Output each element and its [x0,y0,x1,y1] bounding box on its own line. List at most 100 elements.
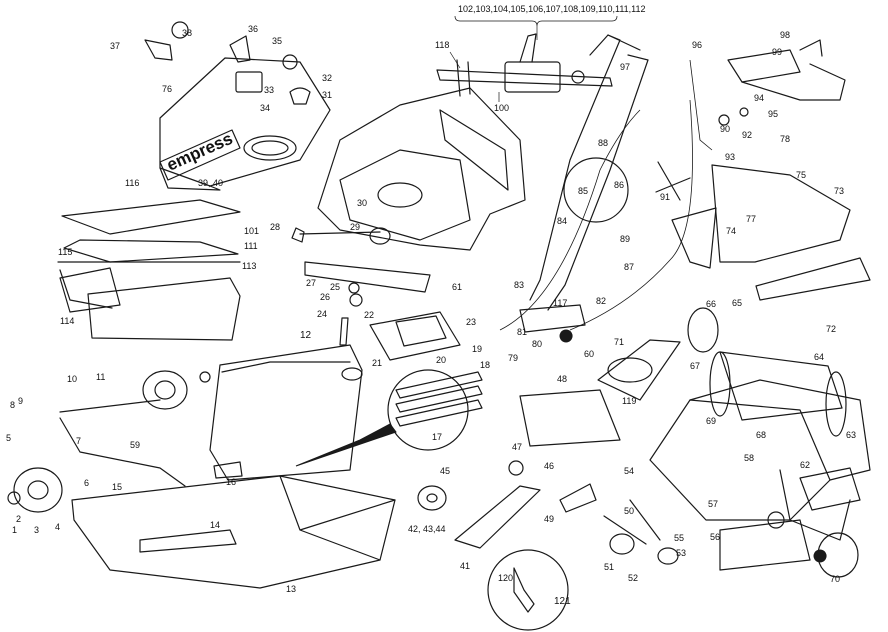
part-label: 62 [800,460,810,470]
blade-assembly [304,261,461,361]
part-label: 69 [706,416,716,426]
part-label: 58 [744,453,754,463]
header-callout-label: 102,103,104,105,106,107,108,109,110,111,… [458,4,646,14]
part-label: 50 [624,506,634,516]
part-label: 113 [242,261,256,271]
part-label: 101 [244,226,259,236]
part-label: 90 [720,124,730,134]
part-label: 1 [12,525,17,535]
part-label: 98 [780,30,790,40]
part-label: 23 [466,317,476,327]
part-label: 100 [494,103,509,113]
part-label: 46 [544,461,554,471]
part-label: 12 [300,330,312,341]
roller-and-guard [597,164,871,437]
part-label: 51 [604,562,614,572]
header-bracket: 102,103,104,105,106,107,108,109,110,111,… [454,4,646,40]
part-label: 21 [372,358,382,368]
mower-deck [71,475,396,589]
part-label: 42, 43,44 [408,524,446,534]
part-label: 89 [620,234,630,244]
part-label: 60 [584,349,594,359]
part-label: 72 [826,324,836,334]
part-label: 66 [706,299,716,309]
part-label: 41 [460,561,470,571]
part-label: 99 [772,47,782,57]
part-label: 111 [244,241,258,251]
part-label: 30 [357,198,367,208]
engine [209,344,363,481]
part-label: 55 [674,533,684,543]
part-label: 20 [436,355,446,365]
part-label: 31 [322,90,332,100]
part-label: 54 [624,466,634,476]
part-label: 82 [596,296,606,306]
part-label: 22 [364,310,374,320]
part-label: 84 [557,216,567,226]
part-label: 76 [162,84,172,94]
part-label: 79 [508,353,518,363]
part-label: 26 [320,292,330,302]
part-label: 83 [514,280,524,290]
part-label: 71 [614,337,624,347]
part-label: 49 [544,514,554,524]
part-label: 77 [746,214,756,224]
part-label: 92 [742,130,752,140]
drive-bracket-bottom [417,389,679,631]
part-label: 121 [554,596,571,607]
part-label: 39, 40 [198,178,223,188]
part-label: 33 [264,85,274,95]
part-label: 75 [796,170,806,180]
part-label: 63 [846,430,856,440]
part-label: 114 [60,316,74,326]
side-chassis-right [649,379,871,578]
part-label: 80 [532,339,542,349]
part-label: 4 [55,522,60,532]
part-label: 120 [498,573,513,583]
part-label: 29 [350,222,360,232]
part-label: 48 [557,374,567,384]
part-number-labels: 1 2 3 4 5 6 7 8 9 10 11 12 13 14 15 16 1… [6,24,856,607]
part-label: 36 [248,24,258,34]
part-label: 115 [58,247,72,257]
part-label: 13 [286,584,296,594]
part-label: 28 [270,222,280,232]
part-label: 27 [306,278,316,288]
detail-circle-center [295,369,483,467]
throttle-control [436,33,613,102]
part-label: 57 [708,499,718,509]
wheels-axle [7,370,211,513]
part-label: 64 [814,352,824,362]
part-label: 70 [830,574,840,584]
part-label: 19 [472,344,482,354]
part-label: 32 [322,73,332,83]
part-label: 119 [622,396,636,406]
part-label: 34 [260,103,270,113]
part-label: 8 [10,400,15,410]
part-label: 118 [435,40,449,50]
part-label: 81 [517,327,527,337]
part-label: 56 [710,532,720,542]
engine-cover-group: empress [144,21,331,191]
part-label: 35 [272,36,282,46]
part-label: 67 [690,361,700,371]
part-label: 91 [660,192,670,202]
brand-text: empress [164,129,236,175]
part-label: 9 [18,396,23,406]
part-label: 53 [676,548,686,558]
part-label: 24 [317,309,327,319]
part-label: 59 [130,440,140,450]
part-label: 85 [578,186,588,196]
part-label: 47 [512,442,522,452]
part-label: 17 [432,432,442,442]
part-label: 14 [210,520,220,530]
part-label: 96 [692,40,702,50]
part-label: 73 [834,186,844,196]
part-label: 11 [96,372,105,382]
part-label: 52 [628,573,638,583]
part-label: 97 [620,62,630,72]
part-label: 7 [76,436,81,446]
part-label: 37 [110,41,120,51]
